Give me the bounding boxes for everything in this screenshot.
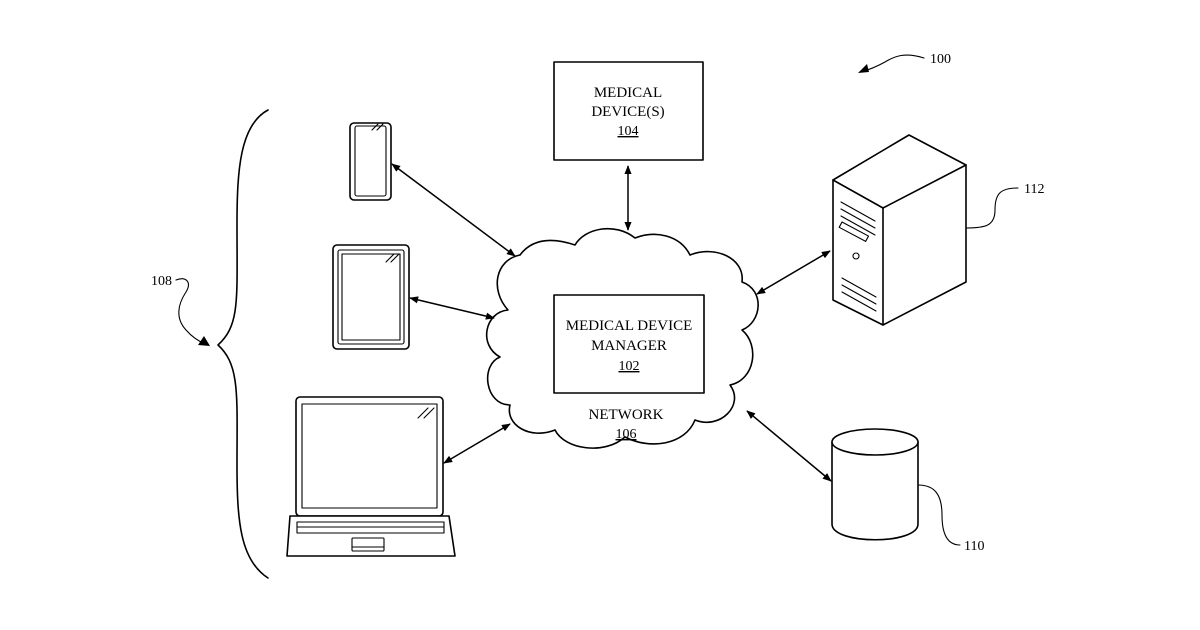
server-tower-icon: 112 <box>833 135 1044 325</box>
figure-ref-label: 100 <box>930 52 951 67</box>
medical-devices-line1: MEDICAL <box>594 85 662 101</box>
arrow-database-network <box>747 411 831 481</box>
arrow-server-network <box>757 251 830 294</box>
manager-line1: MEDICAL DEVICE <box>566 318 693 334</box>
laptop-icon <box>287 397 455 556</box>
medical-devices-line2: DEVICE(S) <box>591 104 664 120</box>
medical-devices-ref: 104 <box>618 124 639 139</box>
server-ref: 112 <box>1024 182 1044 197</box>
database-ref: 110 <box>964 539 984 554</box>
network-ref: 106 <box>616 427 637 442</box>
manager-line2: MANAGER <box>591 338 667 354</box>
database-cylinder-icon: 110 <box>832 429 984 554</box>
arrow-tablet-network <box>410 298 494 318</box>
client-devices-ref: 108 <box>151 274 172 289</box>
smartphone-icon <box>350 123 391 200</box>
figure-ref-100: 100 <box>858 52 951 73</box>
client-devices-brace: 108 <box>151 110 268 578</box>
network-label: NETWORK <box>589 407 664 423</box>
tablet-icon <box>333 245 409 349</box>
arrow-phone-network <box>392 164 515 256</box>
manager-ref: 102 <box>619 359 640 374</box>
arrow-laptop-network <box>444 424 510 463</box>
medical-devices-box: MEDICAL DEVICE(S) 104 <box>554 62 703 160</box>
medical-device-manager-box: MEDICAL DEVICE MANAGER 102 <box>554 295 704 393</box>
